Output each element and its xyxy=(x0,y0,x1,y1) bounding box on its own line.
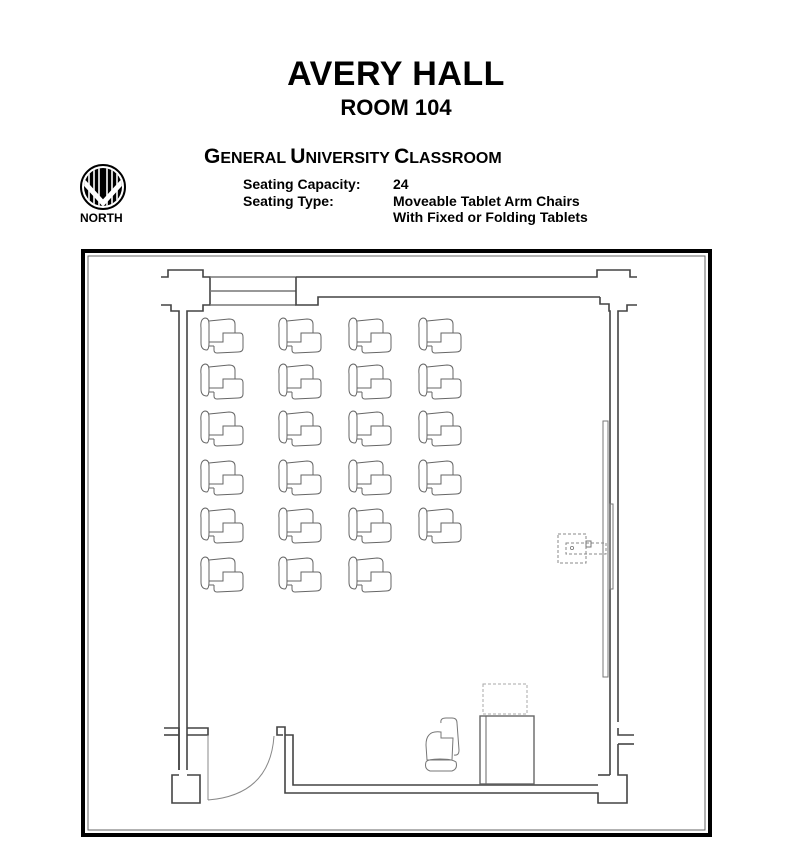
tablet-arm-chair-icon[interactable] xyxy=(278,317,322,354)
capacity-value: 24 xyxy=(393,176,409,192)
seating-type-label: Seating Type: xyxy=(243,193,334,209)
walls xyxy=(161,269,637,804)
tablet-arm-chair-icon[interactable] xyxy=(418,459,462,496)
instructor-chair-icon[interactable] xyxy=(425,717,460,772)
tablet-arm-chair-icon[interactable] xyxy=(348,363,392,400)
drawing-border xyxy=(81,249,712,837)
tablet-arm-chair-icon[interactable] xyxy=(200,459,244,496)
tablet-arm-chair-icon[interactable] xyxy=(348,317,392,354)
tablet-arm-chair-icon[interactable] xyxy=(200,410,244,447)
outlet-dot-icon xyxy=(570,546,575,551)
tablet-arm-chair-icon[interactable] xyxy=(278,556,322,593)
tablet-arm-chair-icon[interactable] xyxy=(418,317,462,354)
tablet-arm-chair-icon[interactable] xyxy=(348,410,392,447)
outlet-icon xyxy=(585,540,592,548)
room-number: ROOM 104 xyxy=(340,95,452,120)
seating-type-value-line2: With Fixed or Folding Tablets xyxy=(393,209,588,225)
classroom-type-heading: GENERAL UNIVERSITY CLASSROOM xyxy=(204,145,502,169)
seating-area xyxy=(200,317,462,593)
tablet-arm-chair-icon[interactable] xyxy=(278,507,322,544)
capacity-label: Seating Capacity: xyxy=(243,176,361,192)
tablet-arm-chair-icon[interactable] xyxy=(348,507,392,544)
entry-door[interactable] xyxy=(207,735,275,801)
tablet-arm-chair-icon[interactable] xyxy=(278,410,322,447)
tablet-arm-chair-icon[interactable] xyxy=(348,556,392,593)
instructor-desk[interactable] xyxy=(479,683,535,785)
tablet-arm-chair-icon[interactable] xyxy=(418,410,462,447)
heading-smallcaps: LASSROOM xyxy=(409,150,502,167)
north-arrow-icon xyxy=(80,164,126,210)
heading-cap: U xyxy=(290,145,306,168)
heading-smallcaps: NIVERSITY xyxy=(305,150,395,167)
heading-cap: C xyxy=(394,145,410,168)
heading-smallcaps: ENERAL xyxy=(220,150,291,167)
tablet-arm-chair-icon[interactable] xyxy=(200,507,244,544)
tablet-arm-chair-icon[interactable] xyxy=(418,507,462,544)
whiteboard xyxy=(602,420,614,678)
heading-cap: G xyxy=(204,145,221,168)
tablet-arm-chair-icon[interactable] xyxy=(200,317,244,354)
north-label: NORTH xyxy=(80,211,123,225)
projector-outlet xyxy=(557,533,607,564)
seating-type-value: Moveable Tablet Arm Chairs xyxy=(393,193,580,209)
tablet-arm-chair-icon[interactable] xyxy=(200,363,244,400)
tablet-arm-chair-icon[interactable] xyxy=(278,363,322,400)
tablet-arm-chair-icon[interactable] xyxy=(200,556,244,593)
tablet-arm-chair-icon[interactable] xyxy=(418,363,462,400)
tablet-arm-chair-icon[interactable] xyxy=(348,459,392,496)
tablet-arm-chair-icon[interactable] xyxy=(278,459,322,496)
building-name: AVERY HALL xyxy=(287,55,505,93)
